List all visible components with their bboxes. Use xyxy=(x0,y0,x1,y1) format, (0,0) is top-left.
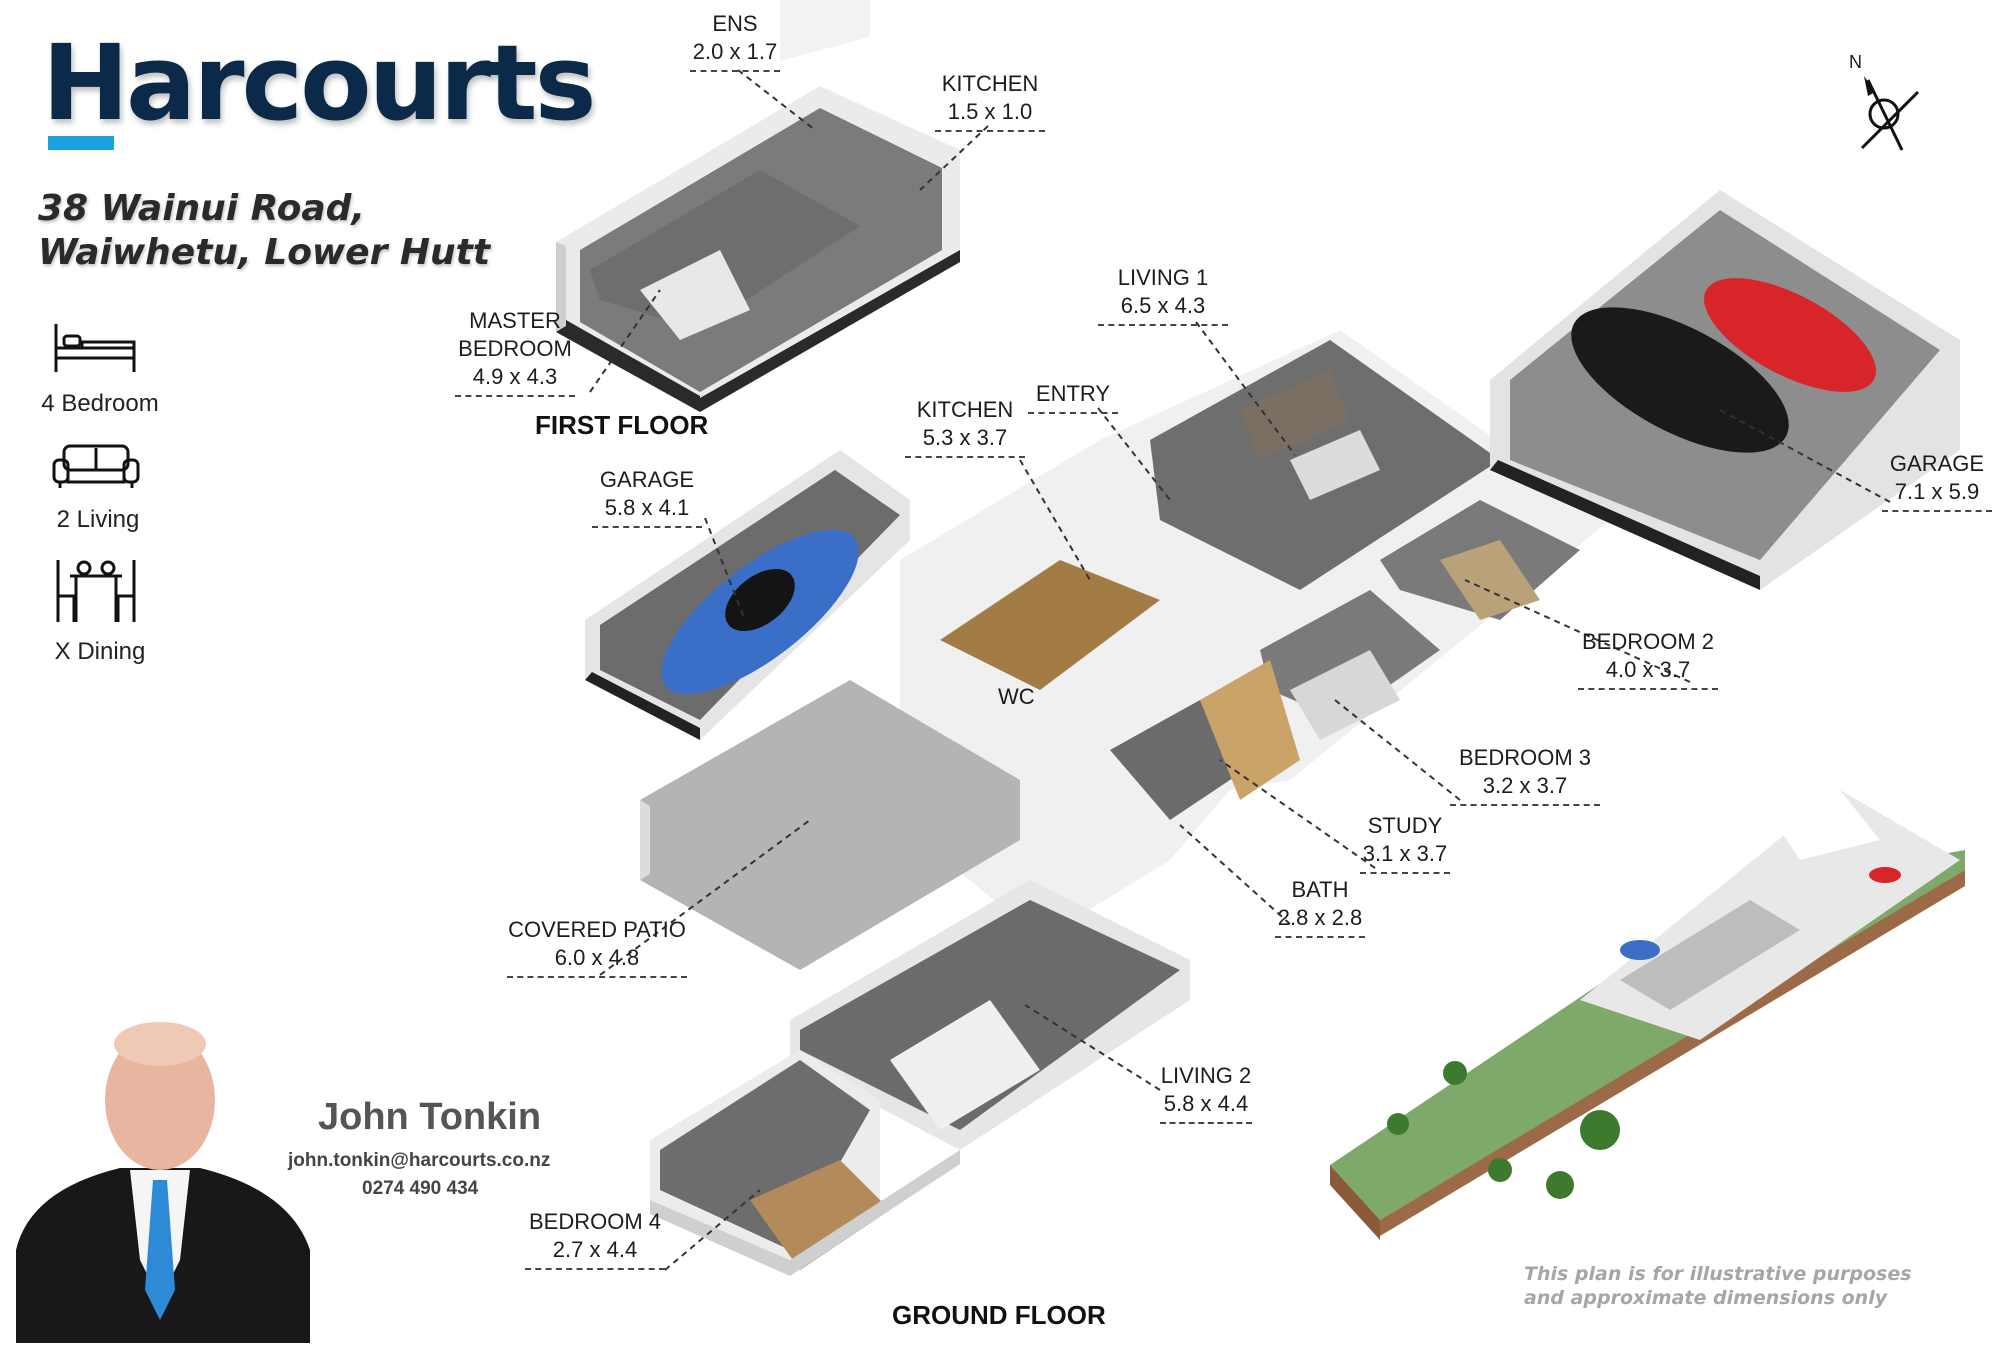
disclaimer-line-1: This plan is for illustrative purposes xyxy=(1524,1263,1912,1285)
label-wc: WC xyxy=(998,684,1035,709)
leader-lines xyxy=(589,69,1891,1271)
label-entry: ENTRY xyxy=(1028,380,1118,414)
address-line-2: Waiwhetu, Lower Hutt xyxy=(38,232,491,273)
harcourts-logo: Harcourts xyxy=(42,22,597,144)
logo-accent-bar xyxy=(48,136,114,150)
agent-name: John Tonkin xyxy=(318,1096,542,1138)
label-first-floor: FIRST FLOOR xyxy=(535,410,709,440)
dining-icon xyxy=(54,558,138,624)
feature-bedrooms: 4 Bedroom xyxy=(41,390,159,417)
agent-phone[interactable]: 0274 490 434 xyxy=(362,1178,479,1199)
agent-photo xyxy=(10,1000,310,1348)
feature-living: 2 Living xyxy=(56,506,140,533)
sofa-icon xyxy=(52,442,140,490)
compass-icon xyxy=(1860,76,1920,151)
first-floor-plan xyxy=(556,0,960,412)
red-car xyxy=(1704,278,1876,392)
feature-dining: X Dining xyxy=(54,638,146,665)
agent-email[interactable]: john.tonkin@harcourts.co.nz xyxy=(288,1150,551,1171)
disclaimer-line-2: and approximate dimensions only xyxy=(1524,1287,1888,1309)
site-plan-thumbnail xyxy=(1330,790,1965,1240)
bed-icon xyxy=(52,322,138,374)
black-car xyxy=(1571,307,1789,453)
label-ground-floor: GROUND FLOOR xyxy=(892,1300,1106,1330)
address-line-1: 38 Wainui Road, xyxy=(38,188,366,229)
ground-floor-plan xyxy=(585,190,1960,1276)
compass-north-label: N xyxy=(1849,52,1862,72)
